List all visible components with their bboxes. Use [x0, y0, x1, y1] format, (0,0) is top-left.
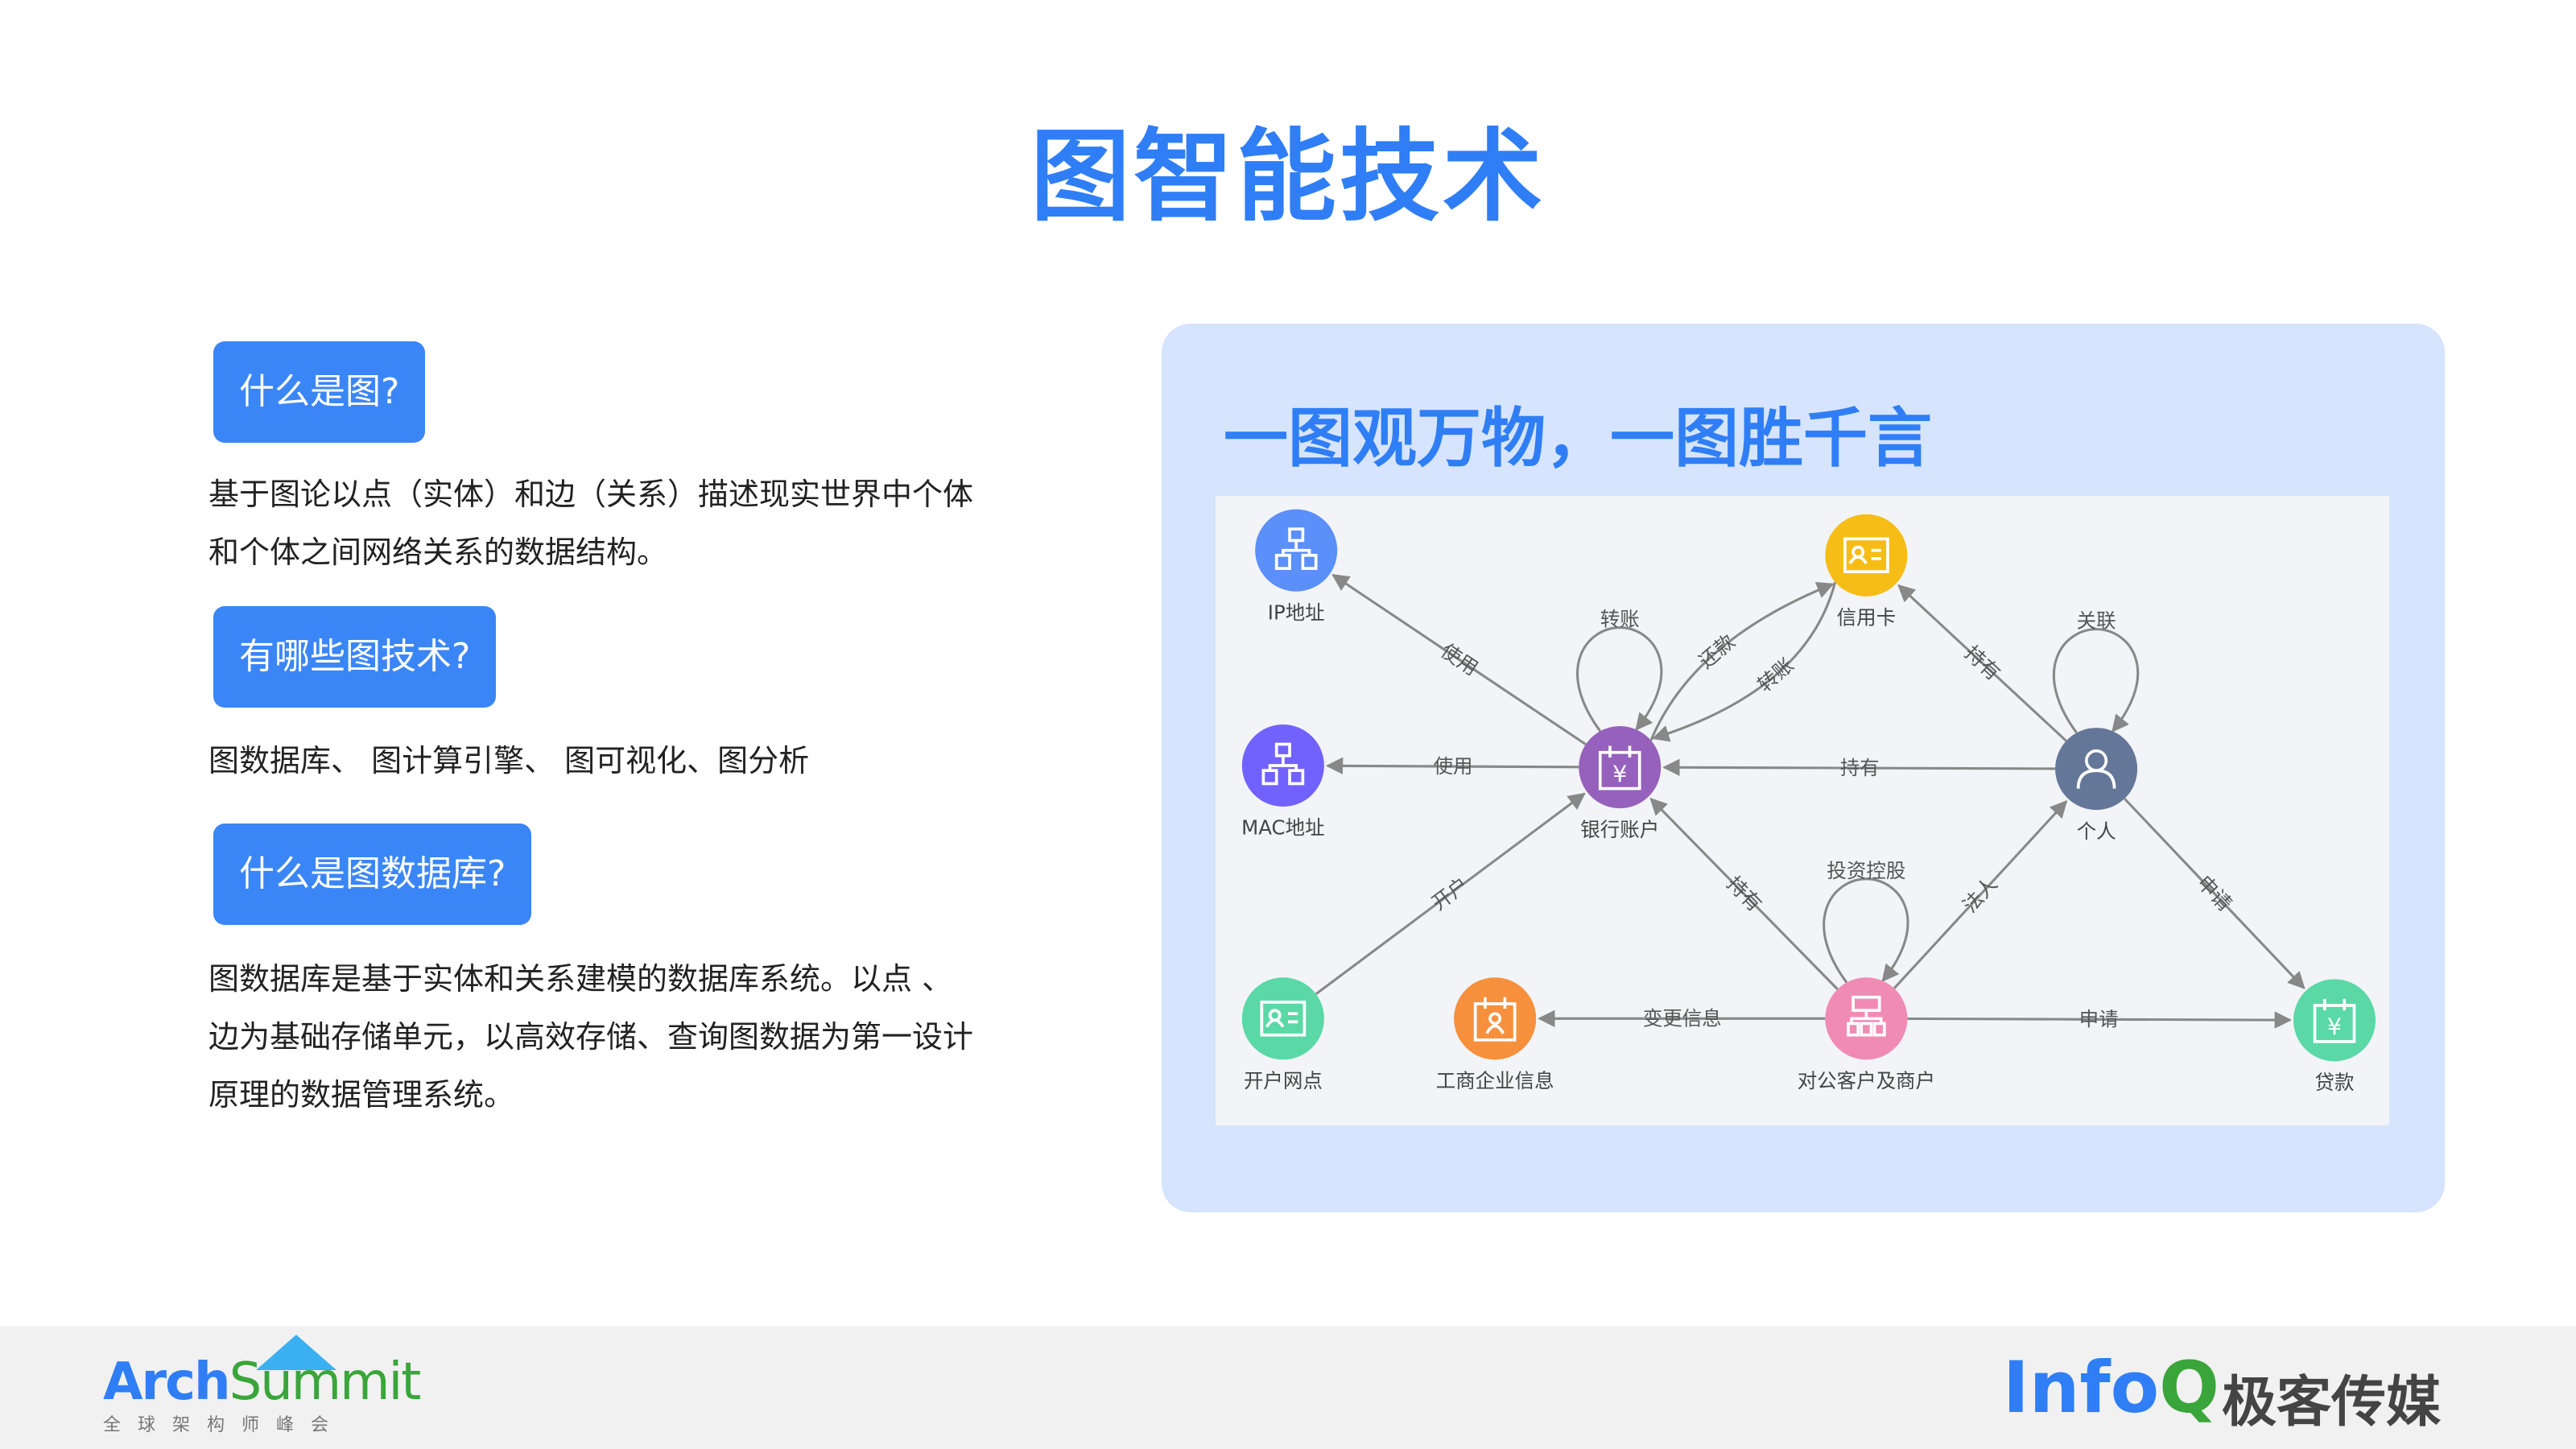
graph-edge: 持有: [1897, 584, 2067, 742]
graph-edge: 投资控股: [1823, 859, 1909, 984]
graph-edge: 申请: [1907, 1007, 2293, 1031]
graph-edge: 使用: [1325, 754, 1579, 778]
graph-edge: 转账: [1651, 581, 1837, 742]
graph-node-biz[interactable]: 工商企业信息: [1436, 977, 1554, 1092]
archsummit-logo: ArchSummit: [103, 1352, 422, 1412]
node-label: 信用卡: [1837, 606, 1896, 630]
org-icon: [1847, 995, 1886, 1037]
graph-edge: 关联: [2052, 609, 2140, 734]
person-icon: [2076, 749, 2116, 789]
graph-edge: 申请: [2124, 798, 2306, 989]
edge-label: 转账: [1600, 608, 1640, 631]
graph-node-loan[interactable]: ¥ 贷款: [2293, 979, 2376, 1094]
graph-edge: 持有: [1649, 797, 1839, 990]
answer-line: 图数据库、 图计算引擎、 图可视化、图分析: [208, 743, 810, 778]
footer: [0, 1326, 2576, 1449]
what-is-graph-db-button[interactable]: 什么是图数据库?: [213, 824, 532, 925]
graph-tech-answer: 图数据库、 图计算引擎、 图可视化、图分析: [208, 732, 1094, 790]
logo-text: Info: [2003, 1346, 2160, 1429]
logo-text: Arch: [103, 1352, 231, 1412]
geek-media-logo: 极客传媒: [2222, 1371, 2442, 1435]
answer-line: 基于图论以点（实体）和边（关系）描述现实世界中个体: [208, 477, 974, 512]
what-is-graph-answer: 基于图论以点（实体）和边（关系）描述现实世界中个体 和个体之间网络关系的数据结构…: [208, 465, 1094, 581]
yen-calendar-icon: ¥: [2313, 998, 2356, 1043]
answer-line: 原理的数据管理系统。: [208, 1077, 515, 1113]
node-label: MAC地址: [1241, 816, 1324, 840]
page-title: 图智能技术: [1030, 119, 1546, 235]
id-card-icon: [1843, 537, 1889, 574]
node-label: 对公客户及商户: [1798, 1069, 1935, 1092]
node-label: IP地址: [1268, 601, 1325, 624]
graph-node-credit[interactable]: 信用卡: [1825, 514, 1908, 630]
graph-edge: 转账: [1576, 608, 1663, 733]
graph-node-mac[interactable]: MAC地址: [1241, 724, 1325, 840]
logo-text: Summit: [229, 1352, 422, 1412]
edge-label: 持有: [1840, 756, 1880, 779]
edge-label: 关联: [2077, 609, 2116, 633]
graph-node-branch[interactable]: 开户网点: [1241, 977, 1324, 1092]
yen-calendar-icon: ¥: [1598, 745, 1641, 791]
graph-node-bank[interactable]: ¥ 银行账户: [1579, 726, 1662, 841]
panel-title: 一图观万物，一图胜千言: [1224, 401, 1932, 476]
node-label: 工商企业信息: [1436, 1069, 1554, 1092]
what-is-graph-button[interactable]: 什么是图?: [213, 341, 426, 443]
infoq-logo: InfoQ: [2003, 1346, 2219, 1429]
edge-label: 变更信息: [1643, 1006, 1722, 1030]
logo-text: Q: [2159, 1346, 2219, 1429]
graph-edge: 变更信息: [1538, 1006, 1826, 1030]
graph-edge: 法人: [1893, 800, 2068, 989]
graph-node-corp[interactable]: 对公客户及商户: [1798, 977, 1935, 1092]
edge-label: 开户: [1427, 873, 1473, 915]
graph-edge: 开户: [1315, 792, 1586, 996]
person-calendar-icon: [1473, 997, 1517, 1042]
answer-line: 图数据库是基于实体和关系建模的数据库系统。以点 、: [208, 961, 953, 997]
archsummit-mountain-icon: [256, 1335, 336, 1370]
graph-db-answer: 图数据库是基于实体和关系建模的数据库系统。以点 、 边为基础存储单元，以高效存储…: [208, 950, 1094, 1124]
graph-node-ip[interactable]: IP地址: [1255, 509, 1338, 625]
graph-edge: 使用: [1331, 574, 1587, 745]
graph-node-person[interactable]: 个人: [2055, 728, 2138, 843]
graph-edge: 持有: [1662, 756, 2056, 779]
node-label: 贷款: [2315, 1071, 2355, 1094]
archsummit-subtitle: 全球架构师峰会: [103, 1415, 346, 1435]
svg-text:¥: ¥: [1612, 760, 1627, 787]
network-icon: [1261, 742, 1305, 786]
node-label: 银行账户: [1580, 818, 1659, 841]
answer-line: 和个体之间网络关系的数据结构。: [208, 535, 668, 570]
svg-text:¥: ¥: [2327, 1013, 2342, 1041]
node-label: 个人: [2077, 819, 2116, 843]
edge-label: 使用: [1434, 754, 1473, 778]
network-icon: [1274, 527, 1318, 570]
answer-line: 边为基础存储单元，以高效存储、查询图数据为第一设计: [208, 1019, 974, 1055]
edge-label: 申请: [2079, 1007, 2119, 1030]
node-label: 开户网点: [1244, 1069, 1323, 1092]
graph-edge: 还款: [1649, 581, 1835, 741]
edge-label: 使用: [1437, 639, 1483, 680]
edge-label: 投资控股: [1827, 859, 1905, 882]
graph-tech-button[interactable]: 有哪些图技术?: [213, 606, 497, 708]
id-card-icon: [1260, 1001, 1307, 1037]
